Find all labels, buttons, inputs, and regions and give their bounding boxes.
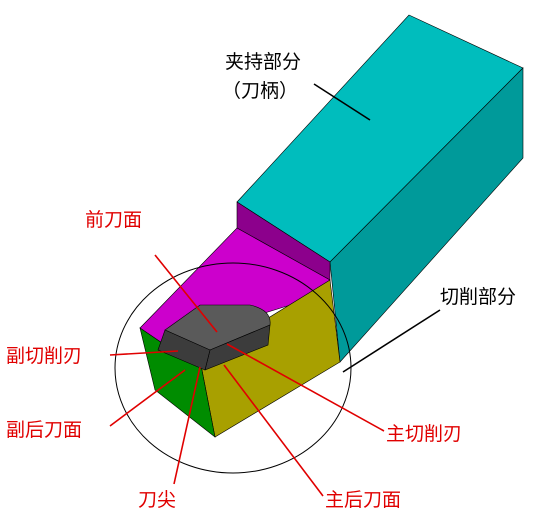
shank-leader-line (313, 83, 371, 121)
label-shank: 夹持部分 (225, 51, 301, 73)
minor-cutting-edge-leader-line (109, 350, 179, 356)
cutting-area-circle (114, 262, 352, 474)
label-tool-tip: 刀尖 (138, 489, 176, 511)
label-cutting-part: 切削部分 (440, 286, 516, 308)
label-minor-cutting-edge: 副切削刃 (6, 345, 82, 367)
major-cutting-edge-leader-line (226, 343, 385, 432)
tool-tip-leader-line (173, 366, 201, 485)
major-flank-leader-line (223, 364, 324, 497)
label-shank-paren: （刀柄） (222, 80, 298, 102)
minor-flank-leader-line (109, 369, 186, 427)
cutting-part-leader-line (342, 309, 441, 373)
rake-face-leader-line (154, 254, 218, 333)
label-major-cutting-edge: 主切削刃 (386, 423, 462, 445)
label-major-flank: 主后刀面 (325, 489, 401, 511)
label-rake-face: 前刀面 (85, 209, 142, 231)
insert-side-left (157, 329, 211, 371)
label-minor-flank: 副后刀面 (6, 419, 82, 441)
